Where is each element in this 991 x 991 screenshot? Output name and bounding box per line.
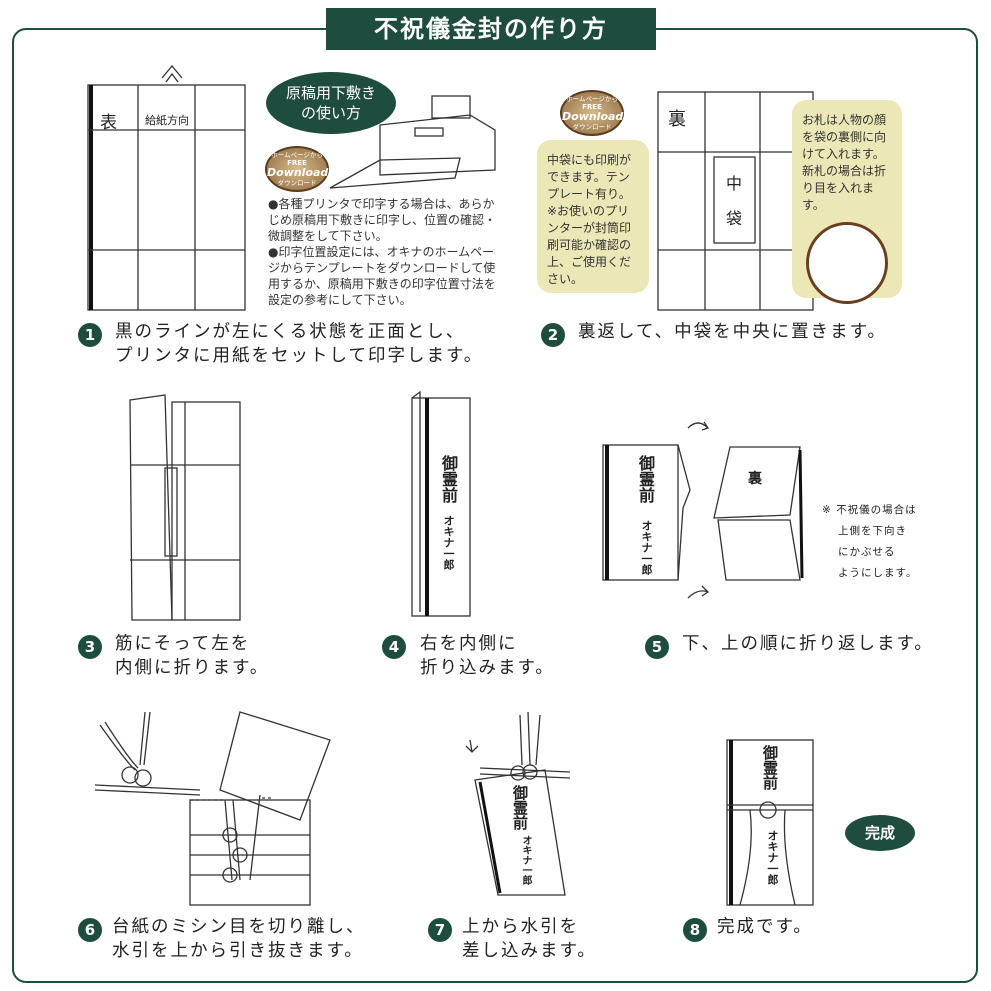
step-number: 5 xyxy=(645,635,669,659)
bubble-line: の使い方 xyxy=(300,104,361,122)
page-title: 不祝儀金封の作り方 xyxy=(326,8,656,50)
bill-in-bag-illustration xyxy=(806,222,888,304)
badge-text: Download xyxy=(267,166,329,179)
step-4-text: 右を内側に 折り込みます。 xyxy=(420,632,555,680)
note-line: ※ 不祝儀の場合は xyxy=(822,504,917,516)
badge-text: ホームページから xyxy=(271,151,323,159)
envelope-back-label: 裏 xyxy=(748,471,762,487)
print-sheet-illustration xyxy=(87,64,246,311)
step-line: 上から水引を xyxy=(462,917,579,937)
note-line: にかぶせる xyxy=(838,546,896,558)
inner-bag-label: 中 xyxy=(726,174,743,193)
step-line: 差し込みます。 xyxy=(462,941,597,961)
step-7-text: 上から水引を 差し込みます。 xyxy=(462,915,597,963)
step-line: 内側に折ります。 xyxy=(115,658,270,678)
sheet-back-label: 裏 xyxy=(668,109,686,130)
step-line: 裏返して、中袋を中央に置きます。 xyxy=(578,322,887,342)
bullet-item: ●各種プリンタで印字する場合は、あらかじめ原稿用下敷きに印字し、位置の確認・微調… xyxy=(268,197,497,243)
step-6-text: 台紙のミシン目を切り離し、 水引を上から引き抜きます。 xyxy=(112,915,366,963)
complete-badge: 完成 xyxy=(845,815,915,851)
step-line: 筋にそって左を xyxy=(115,634,251,654)
condolence-note: ※ 不祝儀の場合は 上側を下向き にかぶせる ようにします。 xyxy=(822,500,917,584)
step-number: 3 xyxy=(78,635,102,659)
badge-text: Download xyxy=(562,110,624,123)
step-line: 水引を上から引き抜きます。 xyxy=(112,941,364,961)
step-line: 折り込みます。 xyxy=(420,658,555,678)
guide-sheet-bubble: 原稿用下敷き の使い方 xyxy=(266,72,396,134)
free-download-badge[interactable]: ホームページから FREE Download ダウンロード xyxy=(265,146,329,192)
step-line: 黒のラインが左にくる状態を正面とし、 xyxy=(115,322,466,342)
step-number: 1 xyxy=(78,323,102,347)
envelope-name: オキナ一郎 xyxy=(442,515,455,570)
step-number: 7 xyxy=(428,918,452,942)
print-instructions: ●各種プリンタで印字する場合は、あらかじめ原稿用下敷きに印字し、位置の確認・微調… xyxy=(268,196,500,308)
step-3-text: 筋にそって左を 内側に折ります。 xyxy=(115,632,269,680)
envelope-name: オキナ一郎 xyxy=(520,835,531,885)
step-2-text: 裏返して、中袋を中央に置きます。 xyxy=(578,320,887,344)
badge-text: ホームページから xyxy=(566,95,618,103)
step-line: 完成です。 xyxy=(717,917,813,937)
bullet-item: ●印字位置設定には、オキナのホームページからテンプレートをダウンロードして使用す… xyxy=(268,245,496,307)
step-1-text: 黒のラインが左にくる状態を正面とし、 プリンタに用紙をセットして印字します。 xyxy=(115,320,483,368)
step-number: 8 xyxy=(683,918,707,942)
note-line: 上側を下向き xyxy=(838,525,907,537)
feed-direction-label: 給紙方向 xyxy=(145,114,189,127)
fold-right-illustration xyxy=(411,390,471,617)
envelope-heading: 御霊前 xyxy=(439,455,458,503)
rotate-arrow-icon xyxy=(687,585,710,599)
badge-text: ダウンロード xyxy=(277,179,317,187)
step-8-text: 完成です。 xyxy=(717,915,813,939)
step-number: 6 xyxy=(78,918,102,942)
callout-bill-orientation: お札は人物の顔を袋の裏側に向けて入れます。新札の場合は折り目を入れます。 xyxy=(792,100,902,304)
envelope-name: オキナ一郎 xyxy=(766,830,779,885)
note-line: ようにします。 xyxy=(838,567,918,579)
inner-bag-label: 袋 xyxy=(726,209,743,228)
free-download-badge[interactable]: ホームページから FREE Download ダウンロード xyxy=(560,90,624,136)
envelope-name: オキナ一郎 xyxy=(640,520,653,575)
step-5-text: 下、上の順に折り返します。 xyxy=(682,632,934,656)
envelope-heading: 御霊前 xyxy=(636,455,655,503)
step-line: 下、上の順に折り返します。 xyxy=(682,634,934,654)
envelope-heading: 御霊前 xyxy=(761,745,779,790)
badge-text: ダウンロード xyxy=(572,123,612,131)
mizuhiki-removal-illustration xyxy=(94,711,331,906)
bubble-line: 原稿用下敷き xyxy=(285,84,376,102)
badge-text: FREE xyxy=(287,159,307,167)
sheet-front-label: 表 xyxy=(100,113,117,133)
step-number: 2 xyxy=(541,323,565,347)
step-line: プリンタに用紙をセットして印字します。 xyxy=(115,346,484,366)
fold-left-illustration xyxy=(129,394,241,621)
callout-inner-bag-print: 中袋にも印刷ができます。テンプレート有り。※お使いのプリンターが封筒印刷可能か確… xyxy=(537,140,649,293)
step-number: 4 xyxy=(382,635,406,659)
step-line: 台紙のミシン目を切り離し、 xyxy=(112,917,366,937)
mizuhiki-insert-illustration xyxy=(465,711,571,896)
badge-text: FREE xyxy=(582,103,602,111)
printer-illustration xyxy=(329,95,496,189)
callout-text: お札は人物の顔を袋の裏側に向けて入れます。新札の場合は折り目を入れます。 xyxy=(802,113,887,212)
feed-arrow-icon xyxy=(161,64,183,83)
rotate-arrow-icon xyxy=(687,421,710,431)
down-arrow-icon xyxy=(465,739,479,753)
envelope-heading: 御霊前 xyxy=(511,785,529,830)
step-line: 右を内側に xyxy=(420,634,518,654)
finished-envelope-illustration xyxy=(726,739,814,906)
fold-bottom-top-illustration xyxy=(602,421,804,599)
